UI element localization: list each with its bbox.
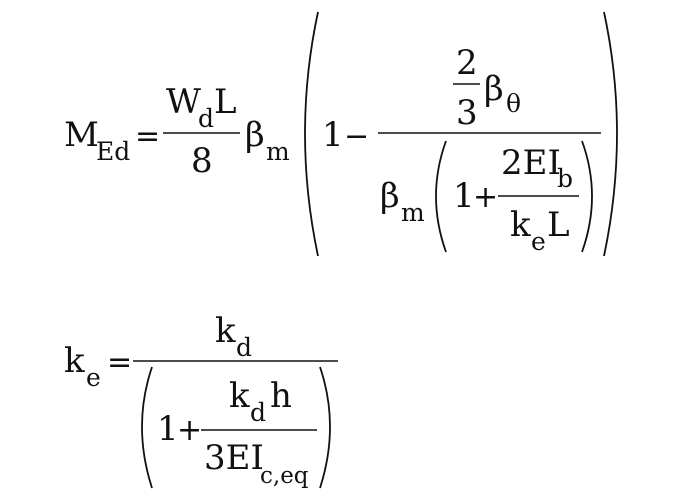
denominator-one: 1 xyxy=(157,409,179,449)
two-thirds-numerator: 2 xyxy=(456,43,478,83)
two-thirds-denominator: 3 xyxy=(456,93,478,133)
k-d-inner-subscript: d xyxy=(250,398,266,427)
k-d-numerator-subscript: d xyxy=(236,333,252,362)
k-d-numerator: k xyxy=(215,311,236,351)
beta-theta-subscript: θ xyxy=(506,89,521,118)
left-parenthesis xyxy=(304,11,319,257)
moment-symbol: M xyxy=(64,115,99,155)
beta-subscript: m xyxy=(266,137,290,166)
beta-theta-symbol: β xyxy=(484,69,504,109)
equals-sign: = xyxy=(135,119,160,154)
load-subscript: d xyxy=(198,104,214,133)
stiffness-denominator-length: L xyxy=(547,205,570,245)
denominator-beta-symbol: β xyxy=(380,176,400,216)
plus-sign: + xyxy=(473,180,498,215)
left-parenthesis xyxy=(141,366,153,489)
stiffness-numerator-subscript: b xyxy=(557,164,573,193)
right-parenthesis xyxy=(603,11,618,257)
stiffness-denominator-k: k xyxy=(510,205,531,245)
denominator-eight: 8 xyxy=(191,141,213,181)
equation-moment: M Ed = W d L 8 β m 1 − 2 3 β θ β m 1 + 2… xyxy=(64,11,618,257)
beta-symbol: β xyxy=(245,115,265,155)
equation-stiffness: k e = k d 1 + k d h 3EI c,eq xyxy=(64,311,338,489)
k-d-inner: k xyxy=(229,376,250,416)
k-e-symbol: k xyxy=(64,341,85,381)
height-symbol: h xyxy=(270,376,292,416)
denominator-beta-subscript: m xyxy=(401,198,425,227)
moment-subscript: Ed xyxy=(96,137,130,166)
stiffness-numerator: 2EI xyxy=(501,143,561,183)
column-stiffness: 3EI xyxy=(204,438,264,478)
minus-sign: − xyxy=(344,119,369,154)
length-symbol: L xyxy=(214,82,237,122)
right-parenthesis xyxy=(319,366,331,489)
plus-sign: + xyxy=(177,413,202,448)
inner-left-parenthesis xyxy=(435,140,447,253)
inner-one: 1 xyxy=(453,176,475,216)
equals-sign: = xyxy=(107,345,132,380)
load-symbol: W xyxy=(166,82,201,122)
number-one: 1 xyxy=(322,115,344,155)
stiffness-denominator-subscript: e xyxy=(531,227,546,256)
column-stiffness-subscript: c,eq xyxy=(260,463,309,489)
inner-right-parenthesis xyxy=(581,140,593,253)
k-e-subscript: e xyxy=(86,363,101,392)
